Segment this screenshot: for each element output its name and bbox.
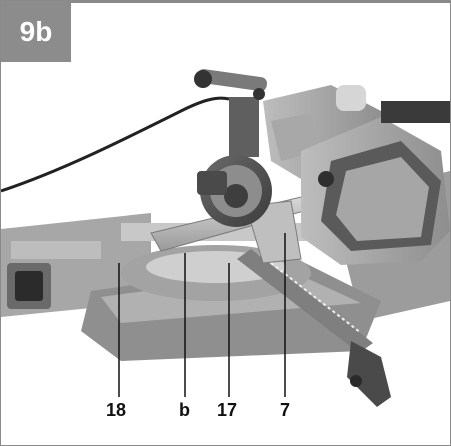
miter-arm	[237, 249, 373, 353]
callout-7: 7	[280, 400, 291, 420]
bevel-lock	[224, 184, 248, 208]
rear-housing	[381, 101, 450, 123]
lower-blade-guard	[336, 157, 429, 241]
guard-pivot	[318, 171, 334, 187]
callout-18: 18	[106, 400, 127, 420]
top-border	[71, 1, 450, 3]
slide-rod	[197, 69, 267, 92]
power-cord	[1, 96, 230, 193]
top-knob	[253, 88, 265, 100]
dust-port	[336, 85, 366, 111]
callout-17: 17	[217, 400, 238, 420]
left-table-slot	[15, 271, 43, 301]
figure-number-badge: 9b	[1, 1, 71, 62]
rod-end-cap	[194, 70, 212, 88]
miter-lock-knob	[347, 341, 391, 407]
foot-screw	[350, 375, 362, 387]
bevel-clamp	[197, 171, 227, 195]
left-table-top	[11, 241, 101, 259]
miter-scale	[270, 262, 362, 334]
callout-b: b	[179, 400, 190, 420]
rear-column	[229, 97, 259, 157]
